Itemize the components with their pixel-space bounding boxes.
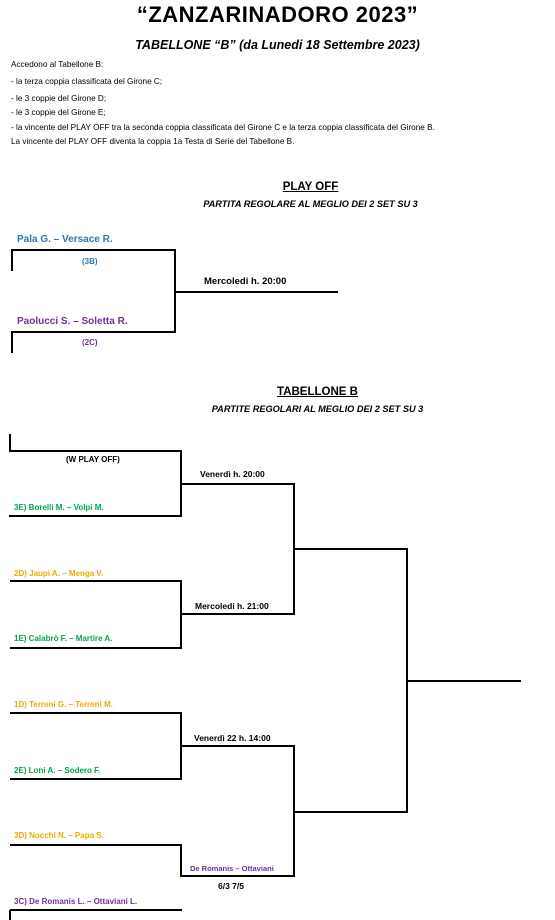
playoff-pair-1: Pala G. – Versace R. xyxy=(17,234,113,245)
playoff-subtitle: PARTITA REGOLARE AL MEGLIO DEI 2 SET SU … xyxy=(203,199,418,209)
bracket-slot-8: 3C) De Romanis L. – Ottaviani L. xyxy=(14,897,138,906)
bracket-slot-4: 1E) Calabrò F. – Martire A. xyxy=(14,634,113,643)
bracket-slot-7: 3D) Nocchi N. – Papa S. xyxy=(14,831,104,840)
match-schedule-1: Venerdì h. 20:00 xyxy=(200,469,265,479)
bracket-slot-3: 2D) Jaupi A. – Menga V. xyxy=(14,569,104,578)
bracket-slot-6: 2E) Loni A. – Sodero F. xyxy=(14,766,101,775)
playoff-pair-1-seed: (3B) xyxy=(82,257,98,266)
intro-line: - la terza coppia classificata del Giron… xyxy=(11,77,163,86)
match-result-winner: De Romanis – Ottaviani xyxy=(190,864,274,873)
match-schedule-2: Mercoledi h. 21:00 xyxy=(195,601,269,611)
tabellone-title: TABELLONE B xyxy=(277,386,358,398)
playoff-schedule: Mercoledi h. 20:00 xyxy=(204,276,287,287)
intro-line: La vincente del PLAY OFF diventa la copp… xyxy=(11,137,295,146)
intro-line: - le 3 coppie del Girone E; xyxy=(11,108,106,117)
page-subtitle: TABELLONE “B” (da Lunedi 18 Settembre 20… xyxy=(135,38,420,52)
intro-line: Accedono al Tabellone B: xyxy=(11,60,104,69)
playoff-title: PLAY OFF xyxy=(282,181,339,193)
match-result-score: 6/3 7/5 xyxy=(218,881,244,891)
playoff-pair-2: Paolucci S. – Soletta R. xyxy=(17,316,128,327)
bracket-slot-1: (W PLAY OFF) xyxy=(66,455,120,464)
intro-line: - la vincente del PLAY OFF tra la second… xyxy=(11,123,435,132)
playoff-pair-2-seed: (2C) xyxy=(82,338,98,347)
bracket-slot-5: 1D) Terreni G. – Terreni M. xyxy=(14,700,113,709)
bracket-slot-2: 3E) Borelli M. – Volpi M. xyxy=(14,503,104,512)
tabellone-subtitle: PARTITE REGOLARI AL MEGLIO DEI 2 SET SU … xyxy=(211,404,424,414)
intro-line: - le 3 coppie del Girone D; xyxy=(11,94,107,103)
match-schedule-3: Venerdì 22 h. 14:00 xyxy=(194,733,271,743)
page-title: “ZANZARINADORO 2023” xyxy=(136,2,419,27)
